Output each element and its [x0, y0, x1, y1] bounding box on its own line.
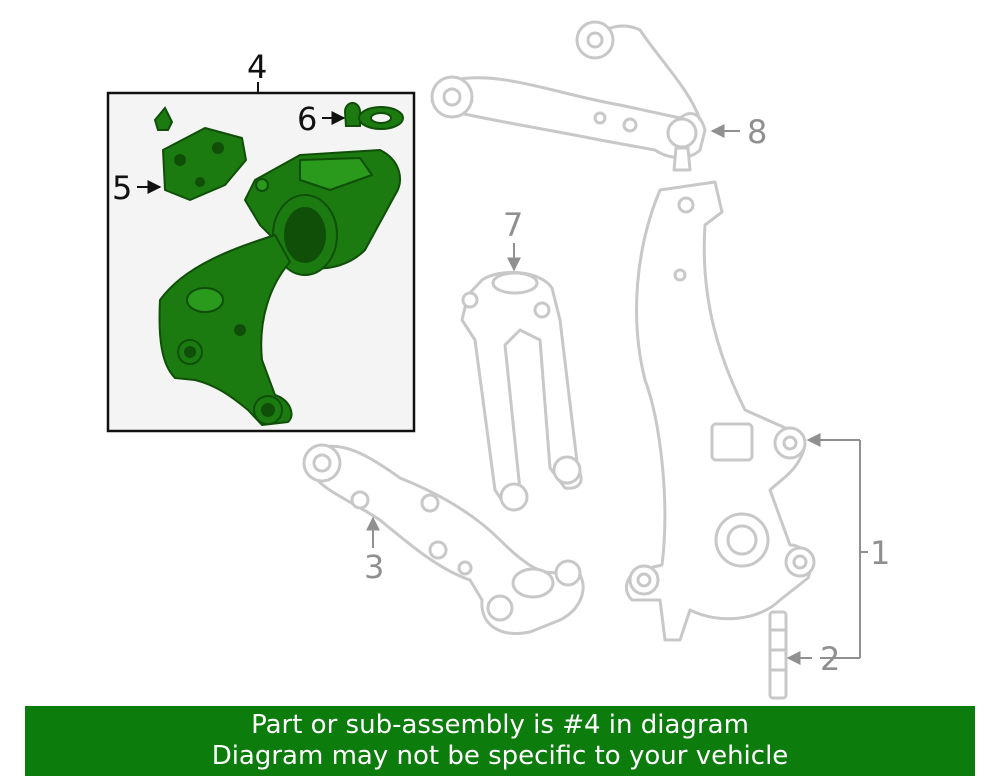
- damper-fork: [460, 270, 583, 512]
- callout-4: 4: [247, 48, 267, 86]
- leader-lines: [137, 82, 868, 665]
- callout-3: 3: [364, 548, 384, 586]
- bracket: [162, 127, 247, 201]
- callout-2: 2: [820, 640, 840, 678]
- highlighted-assembly: [158, 149, 401, 426]
- clip-small: [153, 106, 174, 131]
- upper-control-arm: [430, 20, 707, 172]
- steering-knuckle: [624, 180, 816, 642]
- callout-7: 7: [503, 206, 523, 244]
- callout-5: 5: [112, 169, 132, 207]
- retaining-clip: [343, 102, 404, 130]
- banner-line-2: Diagram may not be specific to your vehi…: [211, 741, 789, 771]
- callout-8: 8: [747, 113, 767, 151]
- callout-6: 6: [297, 100, 317, 138]
- lower-control-arm: [302, 443, 585, 635]
- info-banner: Part or sub-assembly is #4 in diagram Di…: [25, 706, 975, 776]
- banner-background: [25, 706, 975, 776]
- banner-line-1: Part or sub-assembly is #4 in diagram: [251, 710, 749, 740]
- wheel-stud: [768, 610, 788, 700]
- callout-1: 1: [870, 534, 890, 572]
